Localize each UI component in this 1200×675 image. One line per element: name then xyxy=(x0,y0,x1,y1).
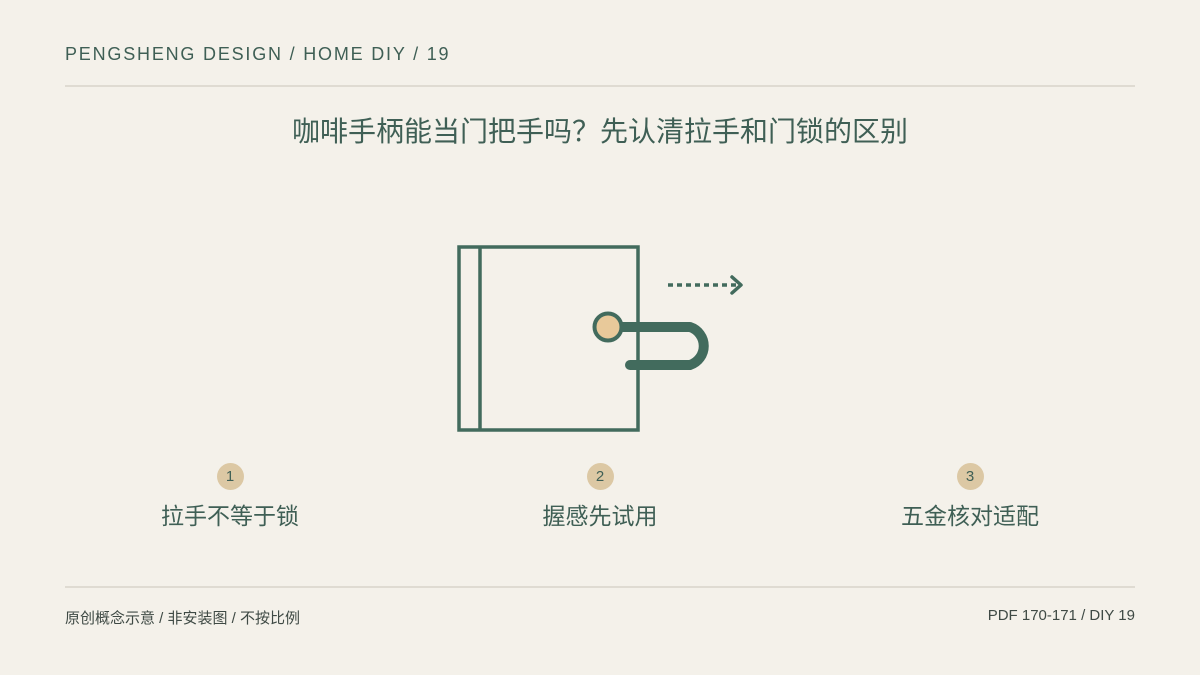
step-badge: 2 xyxy=(586,463,614,490)
knob xyxy=(592,311,624,343)
door-panel xyxy=(457,245,640,432)
step-2: 2 握感先试用 xyxy=(450,463,750,531)
step-label: 握感先试用 xyxy=(542,503,658,529)
header-breadcrumb: PENGSHENG DESIGN / HOME DIY / 19 xyxy=(65,44,451,64)
pull-direction-arrow xyxy=(668,275,743,295)
step-badge: 3 xyxy=(956,463,984,490)
header-divider xyxy=(65,85,1135,87)
step-label: 五金核对适配 xyxy=(901,503,1039,529)
u-handle xyxy=(605,322,709,370)
footer-divider xyxy=(65,586,1135,588)
page-title: 咖啡手柄能当门把手吗？先认清拉手和门锁的区别 xyxy=(291,116,908,147)
footer-disclaimer: 原创概念示意 / 非安装图 / 不按比例 xyxy=(65,610,301,627)
step-3: 3 五金核对适配 xyxy=(820,463,1120,531)
step-label: 拉手不等于锁 xyxy=(161,503,299,529)
step-1: 1 拉手不等于锁 xyxy=(80,463,380,531)
step-badge: 1 xyxy=(216,463,244,490)
footer-page-ref: PDF 170-171 / DIY 19 xyxy=(987,607,1135,624)
door-handle-illustration xyxy=(457,245,743,432)
